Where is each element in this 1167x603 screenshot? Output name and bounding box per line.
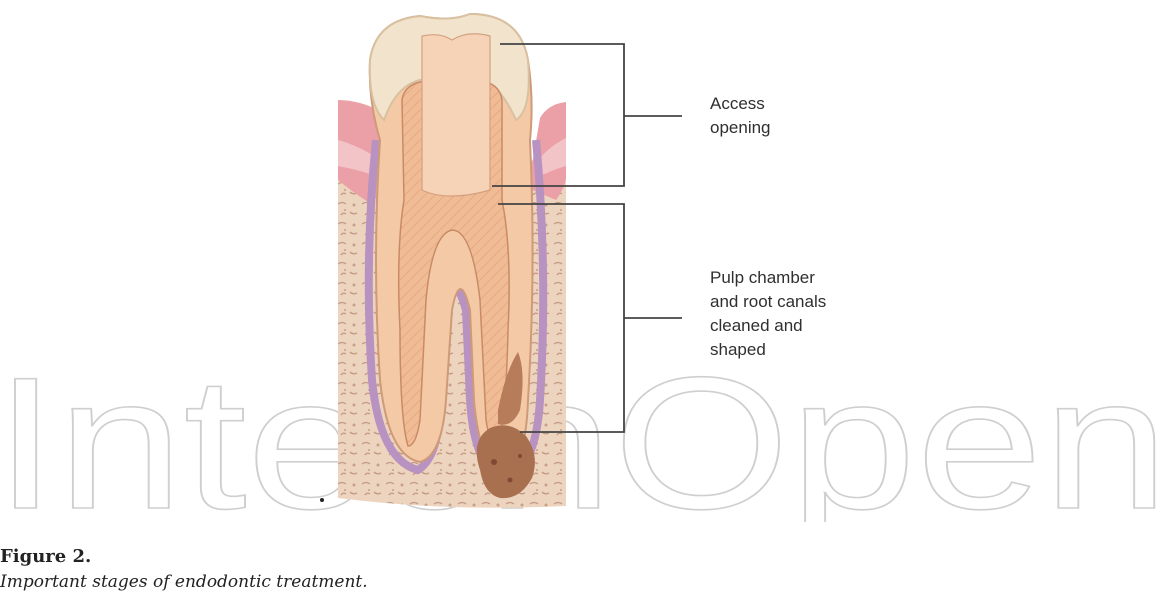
pulp-chamber-label-line-3: cleaned and [710, 314, 826, 338]
pulp-chamber-label-line-2: and root canals [710, 290, 826, 314]
figure-caption: Important stages of endodontic treatment… [0, 572, 368, 592]
access-opening-label: Access opening [710, 92, 771, 140]
access-opening-label-line-2: opening [710, 116, 771, 140]
pulp-chamber-label-line-4: shaped [710, 338, 826, 362]
access-opening-cavity [422, 34, 490, 196]
pulp-chamber-label-line-1: Pulp chamber [710, 266, 826, 290]
access-opening-label-line-1: Access [710, 92, 771, 116]
figure-title: Figure 2. [0, 546, 91, 567]
dot-mark [320, 498, 324, 502]
pulp-chamber-label: Pulp chamber and root canals cleaned and… [710, 266, 826, 362]
